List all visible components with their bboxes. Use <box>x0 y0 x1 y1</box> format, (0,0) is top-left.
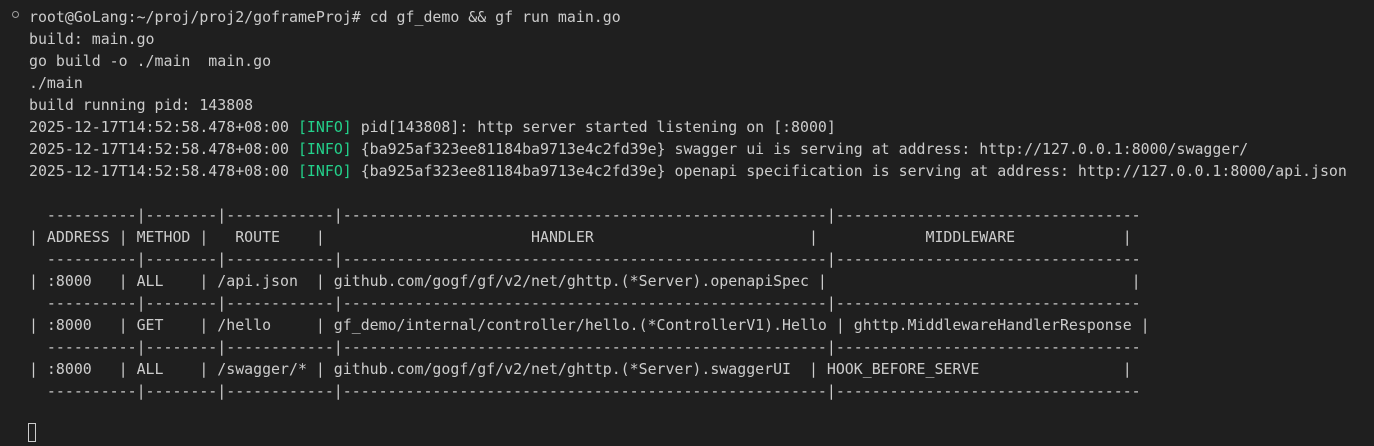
table-row: | :8000 | ALL | /api.json | github.com/g… <box>29 272 1141 290</box>
table-header: | ADDRESS | METHOD | ROUTE | HANDLER | M… <box>29 228 1132 246</box>
log-level: [INFO] <box>297 162 352 180</box>
log-message: {ba925af323ee81184ba9713e4c2fd39e} opena… <box>360 162 1347 180</box>
log-line: 2025-12-17T14:52:58.478+08:00 [INFO] pid… <box>29 116 836 138</box>
command-line: root@GoLang:~/proj/proj2/goframeProj# cd… <box>29 8 621 26</box>
table-separator: ----------|--------|------------|-------… <box>29 382 1141 400</box>
table-row: | :8000 | ALL | /swagger/* | github.com/… <box>29 360 1132 378</box>
log-line: 2025-12-17T14:52:58.478+08:00 [INFO] {ba… <box>29 160 1347 182</box>
log-level: [INFO] <box>297 140 352 158</box>
command-decoration-icon[interactable] <box>12 11 19 18</box>
table-separator: ----------|--------|------------|-------… <box>29 294 1141 312</box>
table-separator: ----------|--------|------------|-------… <box>29 206 1141 224</box>
output-line: go build -o ./main main.go <box>29 52 272 70</box>
log-timestamp: 2025-12-17T14:52:58.478+08:00 <box>29 118 289 136</box>
table-separator: ----------|--------|------------|-------… <box>29 250 1141 268</box>
log-message: {ba925af323ee81184ba9713e4c2fd39e} swagg… <box>360 140 1249 158</box>
table-separator: ----------|--------|------------|-------… <box>29 338 1141 356</box>
log-message: pid[143808]: http server started listeni… <box>360 118 836 136</box>
terminal-cursor[interactable] <box>28 423 36 442</box>
log-line: 2025-12-17T14:52:58.478+08:00 [INFO] {ba… <box>29 138 1248 160</box>
log-timestamp: 2025-12-17T14:52:58.478+08:00 <box>29 162 289 180</box>
output-line: build: main.go <box>29 30 155 48</box>
log-timestamp: 2025-12-17T14:52:58.478+08:00 <box>29 140 289 158</box>
table-row: | :8000 | GET | /hello | gf_demo/interna… <box>29 316 1150 334</box>
log-level: [INFO] <box>297 118 352 136</box>
output-line: build running pid: 143808 <box>29 96 254 114</box>
output-line: ./main <box>29 74 83 92</box>
